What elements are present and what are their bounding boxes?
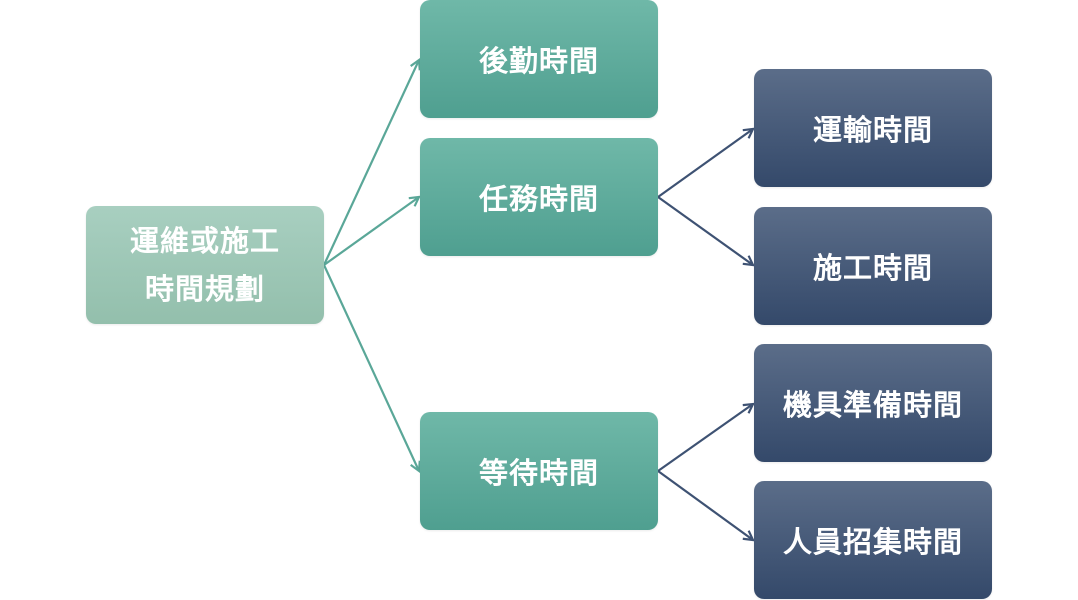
personnel-time-label: 人員招集時間 xyxy=(782,525,963,559)
logistics-time-node: 後勤時間 xyxy=(420,0,658,118)
task-time-node: 任務時間 xyxy=(420,138,658,256)
root-node: 運維或施工 時間規劃 xyxy=(86,206,324,324)
root-node-line1: 運維或施工 xyxy=(129,224,280,258)
connector-root-task xyxy=(323,197,419,266)
construction-time-node: 施工時間 xyxy=(754,207,992,325)
root-node-line2: 時間規劃 xyxy=(144,272,265,306)
connector-root-logistics xyxy=(323,60,419,266)
machine-prep-time-node: 機具準備時間 xyxy=(754,344,992,462)
connector-task-transport xyxy=(657,129,753,198)
construction-time-label: 施工時間 xyxy=(812,251,933,285)
connector-waiting-machine xyxy=(657,404,753,472)
transport-time-node: 運輸時間 xyxy=(754,69,992,187)
connector-root-waiting xyxy=(323,264,419,471)
personnel-time-node: 人員招集時間 xyxy=(754,481,992,599)
connector-task-construction xyxy=(657,196,753,265)
connector-waiting-personnel xyxy=(657,470,753,540)
machine-prep-time-label: 機具準備時間 xyxy=(782,388,963,422)
task-time-label: 任務時間 xyxy=(478,182,599,216)
waiting-time-label: 等待時間 xyxy=(478,456,599,490)
transport-time-label: 運輸時間 xyxy=(812,113,933,147)
logistics-time-label: 後勤時間 xyxy=(478,44,599,78)
waiting-time-node: 等待時間 xyxy=(420,412,658,530)
